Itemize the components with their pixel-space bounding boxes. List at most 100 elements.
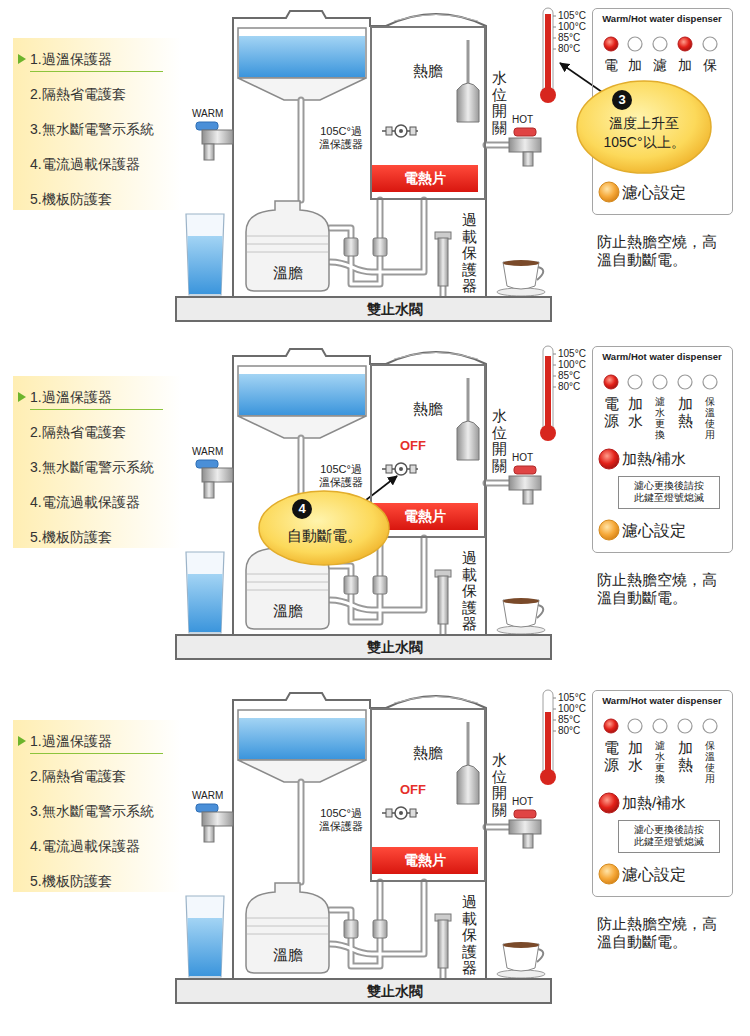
part-label: 水位開關 — [492, 70, 507, 136]
button-label: 濾心設定 — [622, 183, 686, 202]
callout-number: 4 — [292, 499, 312, 519]
warm-tank: 溫膽 — [245, 882, 330, 974]
temperature-label: 105°C — [558, 348, 586, 360]
indicator-label: 濾水更換 — [655, 396, 665, 440]
valve-base: 雙止水閥 — [175, 978, 552, 1004]
tank-label: 熱膽 — [413, 400, 443, 418]
control-panel: Warm/Hot water dispenser濾心更換後請按 此鍵至燈號熄滅 — [592, 690, 733, 897]
part-label: 過載保護器 — [462, 550, 477, 633]
menu-item: 4.電流過載保護器 — [30, 493, 140, 511]
button-label: 加熱/補水 — [622, 450, 686, 468]
tank-label: 溫膽 — [273, 602, 303, 620]
indicator-label: 保溫使用 — [705, 740, 715, 784]
instruction-box: 濾心更換後請按 此鍵至燈號熄滅 — [618, 476, 720, 509]
note-text: 防止熱膽空燒，高 溫自動斷電。 — [597, 233, 721, 269]
part-label: HOT — [512, 452, 533, 464]
indicator-label: 電源 — [604, 740, 619, 773]
valve-base: 雙止水閥 — [175, 634, 552, 660]
callout-number: 3 — [612, 90, 632, 110]
part-label: 水位開關 — [492, 752, 507, 818]
indicator-label: 濾 — [653, 57, 667, 74]
heating-plate: 電熱片 — [372, 847, 478, 874]
temperature-label: 80°C — [558, 381, 580, 393]
status-text: OFF — [400, 438, 426, 454]
button-label: 濾心設定 — [622, 865, 686, 884]
warm-tank: 溫膽 — [245, 200, 330, 292]
base-label: 雙止水閥 — [367, 980, 423, 1002]
hot-tank: 熱膽電熱片 — [370, 26, 486, 200]
temperature-label: 100°C — [558, 703, 586, 715]
part-label: WARM — [192, 108, 223, 120]
temperature-label: 105°C — [558, 10, 586, 22]
bullet-triangle — [18, 736, 26, 746]
menu-item: 4.電流過載保護器 — [30, 155, 140, 173]
menu-item: 5.機板防護套 — [30, 190, 112, 208]
button-label: 濾心設定 — [622, 521, 686, 540]
menu-item: 5.機板防護套 — [30, 528, 112, 546]
menu-item: 1.過溫保護器 — [30, 50, 163, 72]
panel-title: Warm/Hot water dispenser — [602, 695, 721, 706]
tank-label: 熱膽 — [413, 62, 443, 80]
part-label: 105C°過 溫保護器 — [314, 125, 368, 151]
part-label: HOT — [512, 796, 533, 808]
menu-item: 1.過溫保護器 — [30, 732, 163, 754]
note-text: 防止熱膽空燒，高 溫自動斷電。 — [597, 915, 721, 951]
feature-list-box: 1.過溫保護器2.隔熱省電護套3.無水斷電警示系統4.電流過載保護器5.機板防護… — [13, 720, 181, 892]
part-label: 水位開關 — [492, 408, 507, 474]
menu-item: 4.電流過載保護器 — [30, 837, 140, 855]
indicator-label: 濾水更換 — [655, 740, 665, 784]
instruction-text: 濾心更換後請按 此鍵至燈號熄滅 — [633, 480, 705, 505]
bullet-triangle — [18, 392, 26, 402]
temperature-label: 100°C — [558, 359, 586, 371]
indicator-label: 電源 — [604, 396, 619, 429]
status-text: OFF — [400, 782, 426, 798]
temperature-label: 105°C — [558, 692, 586, 704]
callout-bubble: 3 溫度上升至 105C°以上。 — [576, 80, 712, 174]
heater-label: 電熱片 — [404, 165, 446, 192]
menu-item: 3.無水斷電警示系統 — [30, 458, 154, 476]
note-text: 防止熱膽空燒，高 溫自動斷電。 — [597, 571, 721, 607]
valve-base: 雙止水閥 — [175, 296, 552, 322]
indicator-label: 電 — [604, 57, 618, 74]
panel-title: Warm/Hot water dispenser — [602, 351, 721, 362]
indicator-label: 加 — [678, 57, 692, 74]
indicator-label: 加水 — [628, 740, 643, 773]
menu-item: 3.無水斷電警示系統 — [30, 120, 154, 138]
part-label: 過載保護器 — [462, 894, 477, 977]
menu-item: 2.隔熱省電護套 — [30, 767, 126, 785]
temperature-label: 80°C — [558, 43, 580, 55]
hot-tank: 熱膽電熱片 — [370, 364, 486, 538]
indicator-label: 加熱 — [678, 396, 693, 429]
heater-label: 電熱片 — [404, 503, 446, 530]
callout-text: 溫度上升至 105C°以上。 — [601, 114, 687, 152]
temperature-label: 80°C — [558, 725, 580, 737]
part-label: 105C°過 溫保護器 — [314, 463, 368, 489]
menu-item: 2.隔熱省電護套 — [30, 423, 126, 441]
indicator-label: 加水 — [628, 396, 643, 429]
heating-plate: 電熱片 — [372, 165, 478, 192]
indicator-label: 加熱 — [678, 740, 693, 773]
part-label: WARM — [192, 790, 223, 802]
base-label: 雙止水閥 — [367, 298, 423, 320]
heater-label: 電熱片 — [404, 847, 446, 874]
control-panel: Warm/Hot water dispenser 濾心更換後請按 此鍵至燈號熄滅 — [592, 346, 733, 553]
tank-label: 熱膽 — [413, 744, 443, 762]
part-label: 105C°過 溫保護器 — [314, 807, 368, 833]
button-label: 加熱/補水 — [622, 794, 686, 812]
callout-bubble: 4 自動斷電。 — [258, 490, 390, 566]
feature-list-box: 1.過溫保護器2.隔熱省電護套3.無水斷電警示系統4.電流過載保護器5.機板防護… — [13, 38, 181, 210]
indicator-label: 加 — [628, 57, 642, 74]
indicator-label: 保 — [703, 57, 717, 74]
temperature-label: 85°C — [558, 714, 580, 726]
temperature-label: 100°C — [558, 21, 586, 33]
tank-label: 溫膽 — [273, 264, 303, 282]
menu-item: 1.過溫保護器 — [30, 388, 163, 410]
callout-text: 自動斷電。 — [268, 526, 380, 546]
temperature-label: 85°C — [558, 32, 580, 44]
part-label: WARM — [192, 446, 223, 458]
menu-item: 5.機板防護套 — [30, 872, 112, 890]
base-label: 雙止水閥 — [367, 636, 423, 658]
part-label: 過載保護器 — [462, 212, 477, 295]
panel-title: Warm/Hot water dispenser — [602, 13, 721, 24]
